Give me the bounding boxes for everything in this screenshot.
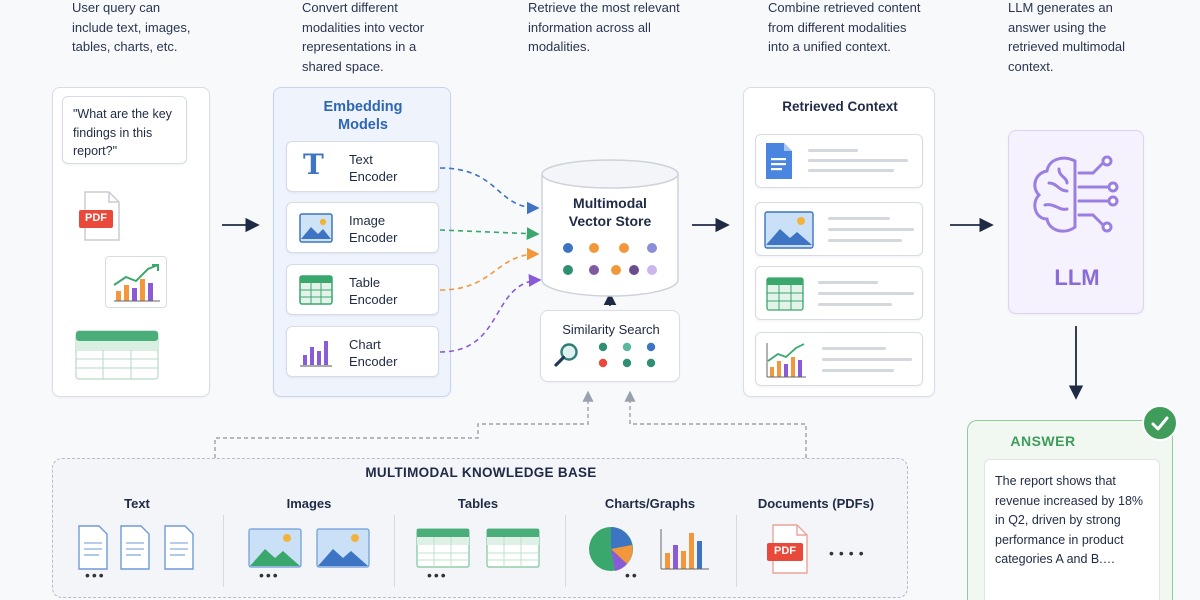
image-thumbnail-icon bbox=[764, 211, 814, 249]
knowledge-base-panel: MULTIMODAL KNOWLEDGE BASE Text Images Ta… bbox=[52, 458, 908, 598]
text-document-icon bbox=[766, 143, 792, 179]
chart-thumbnail-icon bbox=[766, 343, 806, 378]
embedding-models-title: Embedding Models bbox=[323, 99, 403, 133]
chart-encoder-label: Chart Encoder bbox=[349, 337, 398, 369]
kb-pdf-label: PDF bbox=[774, 545, 796, 557]
brain-circuit-icon bbox=[1033, 155, 1119, 233]
kb-divider bbox=[394, 515, 395, 587]
text-documents-icon bbox=[78, 525, 194, 570]
context-item-text[interactable] bbox=[755, 134, 923, 188]
combine-step-description: Combine retrieved content from different… bbox=[768, 0, 921, 54]
image-encoder-label: Image Encoder bbox=[349, 213, 398, 245]
image-encoder-card[interactable]: Image Encoder bbox=[286, 202, 439, 253]
chart-encoder-connector bbox=[439, 274, 542, 353]
input-step-description: User query can include text, images, tab… bbox=[72, 0, 191, 54]
retrieved-context-title: Retrieved Context bbox=[782, 99, 898, 114]
context-item-table[interactable] bbox=[755, 266, 923, 320]
image-icon bbox=[299, 213, 333, 248]
checkmark-icon bbox=[1142, 405, 1178, 441]
table-encoder-connector bbox=[439, 247, 540, 291]
text-t-icon: T bbox=[303, 148, 324, 181]
pdf-label: PDF bbox=[85, 212, 107, 224]
kb-column-documents: Documents (PDFs) bbox=[757, 496, 875, 511]
embedding-models-panel: Embedding Models T Text Encoder Image En… bbox=[273, 87, 451, 397]
similarity-search-title: Similarity Search bbox=[562, 322, 660, 337]
similarity-search-panel[interactable]: Similarity Search bbox=[540, 310, 680, 382]
table-icon bbox=[299, 275, 333, 310]
image-encoder-connector bbox=[439, 227, 540, 240]
answer-card[interactable]: The report shows that revenue increased … bbox=[984, 459, 1160, 600]
kb-divider bbox=[223, 515, 224, 587]
table-thumbnail-icon bbox=[766, 277, 804, 311]
vector-store-title: Multimodal Vector Store bbox=[568, 195, 652, 229]
llm-label: LLM bbox=[1054, 265, 1100, 290]
answer-title: ANSWER bbox=[1010, 433, 1076, 449]
kb-column-text: Text bbox=[124, 496, 150, 511]
retrieved-context-panel: Retrieved Context bbox=[743, 87, 935, 397]
kb-column-charts: Charts/Graphs bbox=[604, 496, 696, 511]
kb-column-tables: Tables bbox=[457, 496, 499, 511]
more-dots-icon: ••• bbox=[259, 567, 280, 583]
llm-panel[interactable]: LLM bbox=[1008, 130, 1144, 314]
table-encoder-card[interactable]: Table Encoder bbox=[286, 264, 439, 315]
kb-divider bbox=[565, 515, 566, 587]
pdf-file-icon: PDF bbox=[765, 523, 815, 575]
answer-panel: ANSWER The report shows that revenue inc… bbox=[967, 420, 1173, 600]
text-encoder-label: Text Encoder bbox=[349, 152, 398, 184]
text-encoder-card[interactable]: T Text Encoder bbox=[286, 141, 439, 192]
magnifier-icon bbox=[553, 341, 581, 374]
chart-thumbnail-icon bbox=[105, 256, 167, 308]
pdf-document-icon: PDF bbox=[79, 190, 125, 242]
knowledge-base-title: MULTIMODAL KNOWLEDGE BASE bbox=[365, 465, 597, 480]
table-files-icon bbox=[416, 528, 540, 568]
table-encoder-label: Table Encoder bbox=[349, 275, 398, 307]
answer-text: The report shows that revenue increased … bbox=[995, 474, 1144, 566]
chart-files-icon bbox=[589, 527, 709, 571]
kb-connector-left bbox=[214, 390, 594, 458]
similarity-dots bbox=[598, 342, 656, 368]
kb-divider bbox=[736, 515, 737, 587]
embedding-step-description: Convert different modalities into vector… bbox=[302, 0, 425, 74]
input-panel: "What are the key findings in this repor… bbox=[52, 87, 210, 397]
context-item-chart[interactable] bbox=[755, 332, 923, 386]
table-thumbnail-icon bbox=[75, 330, 159, 380]
more-dots-icon: ••• bbox=[427, 567, 448, 583]
more-dots-icon: ••• bbox=[85, 567, 106, 583]
query-bubble[interactable]: "What are the key findings in this repor… bbox=[62, 96, 187, 164]
bar-chart-icon bbox=[299, 337, 333, 372]
multimodal-vector-store[interactable]: Multimodal Vector Store bbox=[540, 158, 680, 298]
query-text: "What are the key findings in this repor… bbox=[73, 107, 172, 158]
context-item-image[interactable] bbox=[755, 202, 923, 256]
more-dots-icon: •• bbox=[625, 567, 639, 583]
more-dots-icon: •••• bbox=[829, 545, 869, 561]
retrieval-step-description: Retrieve the most relevant information a… bbox=[528, 0, 680, 54]
database-cylinder-icon bbox=[541, 159, 679, 297]
chart-encoder-card[interactable]: Chart Encoder bbox=[286, 326, 439, 377]
kb-connector-right bbox=[624, 390, 807, 458]
text-encoder-connector bbox=[439, 167, 540, 215]
image-files-icon bbox=[248, 528, 370, 568]
kb-column-images: Images bbox=[286, 496, 332, 511]
llm-step-description: LLM generates an answer using the retrie… bbox=[1008, 0, 1126, 74]
